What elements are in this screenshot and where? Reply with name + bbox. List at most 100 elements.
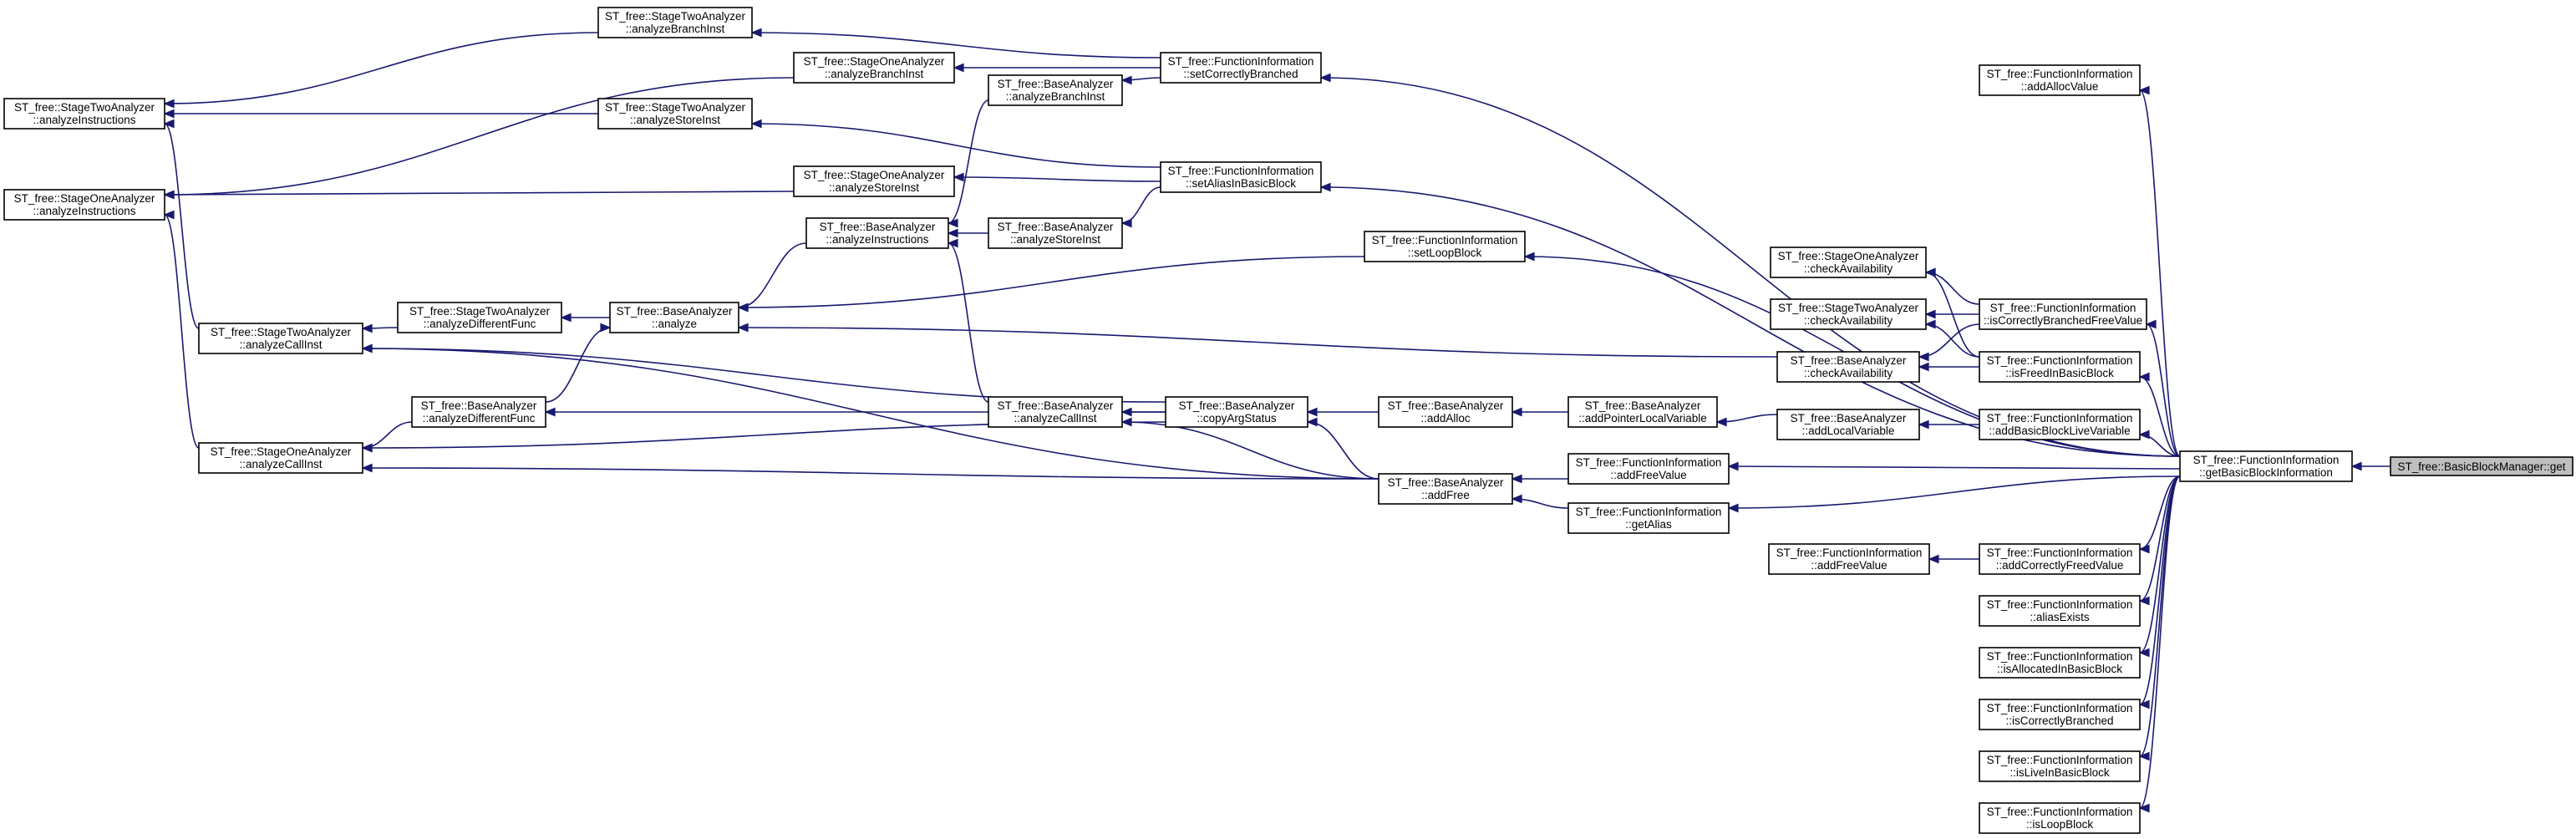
node-bAddPointerLocalVariable[interactable]: ST_free::BaseAnalyzer::addPointerLocalVa…: [1567, 396, 1718, 428]
node-label-line2: ::analyzeInstructions: [826, 233, 928, 246]
edge-s1AnalyzeInstructions-to-s1AnalyzeStoreInst: [163, 190, 795, 200]
node-aliasExists[interactable]: ST_free::FunctionInformation::aliasExist…: [1979, 595, 2141, 627]
edge-bCopyArgStatus-to-bAddFree: [1306, 417, 1379, 480]
node-label-line1: ST_free::FunctionInformation: [1987, 412, 2133, 425]
node-s1CheckAvail[interactable]: ST_free::StageOneAnalyzer::checkAvailabi…: [1770, 247, 1927, 278]
node-label-line1: ST_free::FunctionInformation: [1576, 456, 1722, 469]
arrowhead-icon: [600, 323, 612, 333]
node-s2AnalyzeBranchInst[interactable]: ST_free::StageTwoAnalyzer::analyzeBranch…: [597, 7, 753, 38]
node-fiAddFreeValue[interactable]: ST_free::FunctionInformation::addFreeVal…: [1567, 453, 1730, 485]
node-fiSetAliasInBasicBlock[interactable]: ST_free::FunctionInformation::setAliasIn…: [1160, 161, 1322, 193]
node-bAnalyzeInstructions[interactable]: ST_free::BaseAnalyzer::analyzeInstructio…: [805, 217, 949, 249]
edge-line: [164, 77, 795, 196]
edge-bAddFree-to-fiGetAlias: [1511, 494, 1569, 509]
node-box: [1979, 595, 2141, 627]
node-addCorrectlyFreedValue[interactable]: ST_free::FunctionInformation::addCorrect…: [1979, 543, 2141, 575]
edge-s2AnalyzeInstructions-to-s2AnalyzeStoreInst: [163, 109, 598, 119]
arrowhead-icon: [1727, 461, 1739, 471]
arrowhead-icon: [1319, 73, 1331, 83]
node-isLoopBlock[interactable]: ST_free::FunctionInformation::isLoopBloc…: [1979, 802, 2141, 834]
node-box: [3, 189, 165, 221]
node-bAnalyzeBranchInst[interactable]: ST_free::BaseAnalyzer::analyzeBranchInst: [988, 74, 1123, 106]
edge-line: [164, 123, 200, 329]
node-box: [1979, 802, 2141, 834]
edge-line: [948, 99, 989, 224]
node-isCorrectlyBranchedFreeValue[interactable]: ST_free::FunctionInformation::isCorrectl…: [1979, 298, 2147, 330]
node-label-line1: ST_free::FunctionInformation: [1987, 702, 2133, 714]
node-isLiveInBasicBlock[interactable]: ST_free::FunctionInformation::isLiveInBa…: [1979, 750, 2141, 782]
node-addAllocValue[interactable]: ST_free::FunctionInformation::addAllocVa…: [1979, 64, 2141, 96]
node-bAnalyzeDifferentFunc[interactable]: ST_free::BaseAnalyzer::analyzeDifferentF…: [411, 396, 546, 428]
edge-isFreedInBasicBlock-to-gbbi: [2138, 372, 2181, 457]
node-bAnalyze[interactable]: ST_free::BaseAnalyzer::analyze: [609, 302, 739, 333]
node-s1AnalyzeCallInst[interactable]: ST_free::StageOneAnalyzer::analyzeCallIn…: [198, 442, 363, 474]
node-fiSetCorrectlyBranched[interactable]: ST_free::FunctionInformation::setCorrect…: [1160, 52, 1322, 84]
arrowhead-icon: [1511, 494, 1522, 504]
node-fiGetAlias[interactable]: ST_free::FunctionInformation::getAlias: [1567, 502, 1730, 534]
node-bAddLocalVariable[interactable]: ST_free::BaseAnalyzer::addLocalVariable: [1776, 409, 1920, 440]
arrowhead-icon: [1715, 417, 1727, 427]
arrowhead-icon: [1918, 362, 1929, 372]
arrowhead-icon: [560, 313, 572, 323]
edge-fiGetAlias-to-gbbi: [1727, 475, 2181, 513]
edge-s2AnalyzeStoreInst-to-fiSetAliasInBasicBlock: [750, 119, 1161, 168]
node-box: [793, 52, 955, 84]
node-s1AnalyzeBranchInst[interactable]: ST_free::StageOneAnalyzer::analyzeBranch…: [793, 52, 955, 84]
edge-line: [362, 467, 1379, 480]
edge-fiAddFreeValue2-to-addCorrectlyFreedValue: [1928, 554, 1979, 564]
edge-s1AnalyzeBranchInst-to-fiSetCorrectlyBranched: [953, 63, 1161, 73]
node-get[interactable]: ST_free::BasicBlockManager::get: [2390, 456, 2573, 476]
node-label-line2: ::aliasExists: [2030, 611, 2090, 623]
arrowhead-icon: [1928, 554, 1939, 564]
node-s2AnalyzeStoreInst[interactable]: ST_free::StageTwoAnalyzer::analyzeStoreI…: [597, 98, 753, 130]
node-s1AnalyzeInstructions[interactable]: ST_free::StageOneAnalyzer::analyzeInstru…: [3, 189, 165, 221]
node-fiSetLoopBlock[interactable]: ST_free::FunctionInformation::setLoopBlo…: [1364, 231, 1526, 262]
node-isCorrectlyBranched[interactable]: ST_free::FunctionInformation::isCorrectl…: [1979, 699, 2141, 730]
node-label-line1: ST_free::FunctionInformation: [1990, 302, 2137, 314]
node-bCheckAvail[interactable]: ST_free::BaseAnalyzer::checkAvailability: [1776, 351, 1920, 383]
node-bAddAlloc[interactable]: ST_free::BaseAnalyzer::addAlloc: [1378, 396, 1513, 428]
node-fiAddFreeValue2[interactable]: ST_free::FunctionInformation::addFreeVal…: [1768, 543, 1930, 575]
node-gbbi[interactable]: ST_free::FunctionInformation::getBasicBl…: [2179, 450, 2353, 482]
node-box: [1378, 473, 1513, 505]
arrowhead-icon: [750, 119, 762, 129]
node-label-line1: ST_free::BaseAnalyzer: [421, 399, 537, 412]
node-s1AnalyzeStoreInst[interactable]: ST_free::StageOneAnalyzer::analyzeStoreI…: [793, 165, 955, 197]
node-addBasicBlockLiveVariable[interactable]: ST_free::FunctionInformation::addBasicBl…: [1979, 409, 2141, 440]
arrowhead-icon: [163, 210, 175, 220]
edge-isCorrectlyBranchedFreeValue-to-gbbi: [2145, 319, 2181, 457]
edge-s2CheckAvail-to-isFreedInBasicBlock: [1924, 319, 1980, 358]
edge-line: [545, 327, 611, 403]
arrowhead-icon: [947, 238, 958, 248]
edge-line: [953, 176, 1161, 182]
node-bAnalyzeStoreInst[interactable]: ST_free::BaseAnalyzer::analyzeStoreInst: [988, 217, 1123, 249]
node-s2AnalyzeCallInst[interactable]: ST_free::StageTwoAnalyzer::analyzeCallIn…: [198, 323, 363, 354]
node-label-line2: ::setLoopBlock: [1408, 247, 1482, 259]
arrowhead-icon: [544, 407, 556, 417]
edge-line: [2139, 376, 2181, 457]
node-isFreedInBasicBlock[interactable]: ST_free::FunctionInformation::isFreedInB…: [1979, 351, 2141, 383]
node-bAddFree[interactable]: ST_free::BaseAnalyzer::addFree: [1378, 473, 1513, 505]
node-label-line1: ST_free::FunctionInformation: [2193, 454, 2340, 466]
edge-bAddPointerLocalVariable-to-bAddLocalVariable: [1715, 414, 1778, 427]
edge-s2AnalyzeCallInst-to-s2AnalyzeDifferentFunc: [361, 323, 399, 333]
node-s2CheckAvail[interactable]: ST_free::StageTwoAnalyzer::checkAvailabi…: [1770, 298, 1927, 330]
node-label-line2: ::getBasicBlockInformation: [2199, 466, 2333, 479]
edge-bAnalyze-to-bAnalyzeInstructions: [737, 242, 807, 313]
node-bAnalyzeCallInst[interactable]: ST_free::BaseAnalyzer::analyzeCallInst: [988, 396, 1123, 428]
node-s2AnalyzeDifferentFunc[interactable]: ST_free::StageTwoAnalyzer::analyzeDiffer…: [397, 302, 562, 333]
node-box: [1768, 543, 1930, 575]
node-s2AnalyzeInstructions[interactable]: ST_free::StageTwoAnalyzer::analyzeInstru…: [3, 98, 165, 130]
node-label-line2: ::analyzeBranchInst: [825, 68, 924, 80]
arrowhead-icon: [750, 28, 762, 38]
node-bCopyArgStatus[interactable]: ST_free::BaseAnalyzer::copyArgStatus: [1165, 396, 1308, 428]
node-isAllocatedInBasicBlock[interactable]: ST_free::FunctionInformation::isAllocate…: [1979, 647, 2141, 679]
edge-line: [1307, 421, 1379, 480]
node-label-line1: ST_free::BaseAnalyzer: [1585, 399, 1701, 412]
node-box: [988, 217, 1123, 249]
edge-bCheckAvail-to-isFreedInBasicBlock: [1918, 362, 1979, 372]
node-box: [2179, 450, 2353, 482]
arrowhead-icon: [361, 463, 373, 473]
node-label-line1: ST_free::BaseAnalyzer: [1791, 354, 1907, 367]
